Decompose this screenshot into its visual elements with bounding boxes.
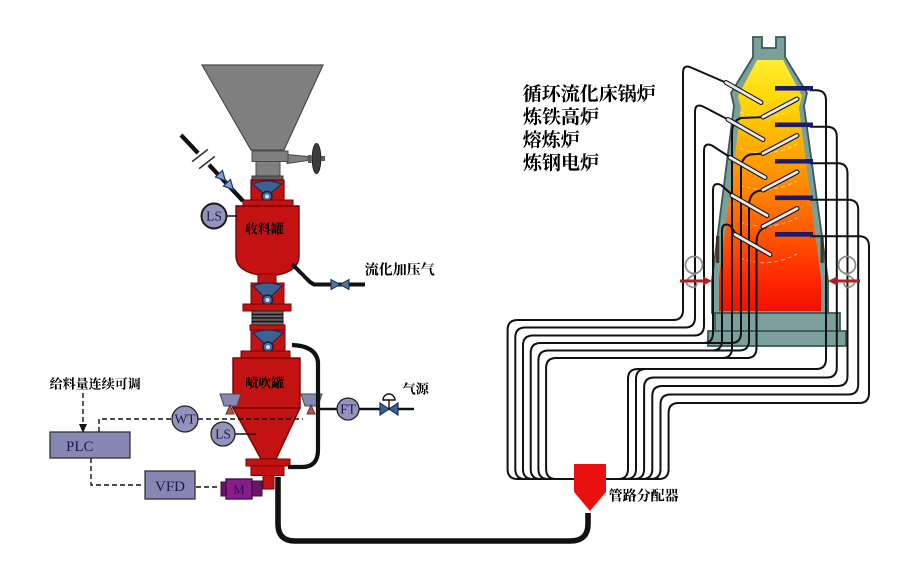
svg-text:LS: LS (206, 209, 222, 224)
svg-text:VFD: VFD (155, 479, 185, 495)
svg-text:WT: WT (175, 412, 197, 427)
svg-text:M: M (233, 482, 245, 497)
svg-text:LS: LS (215, 427, 231, 442)
svg-text:FT: FT (340, 402, 357, 417)
svg-text:PLC: PLC (66, 439, 94, 455)
